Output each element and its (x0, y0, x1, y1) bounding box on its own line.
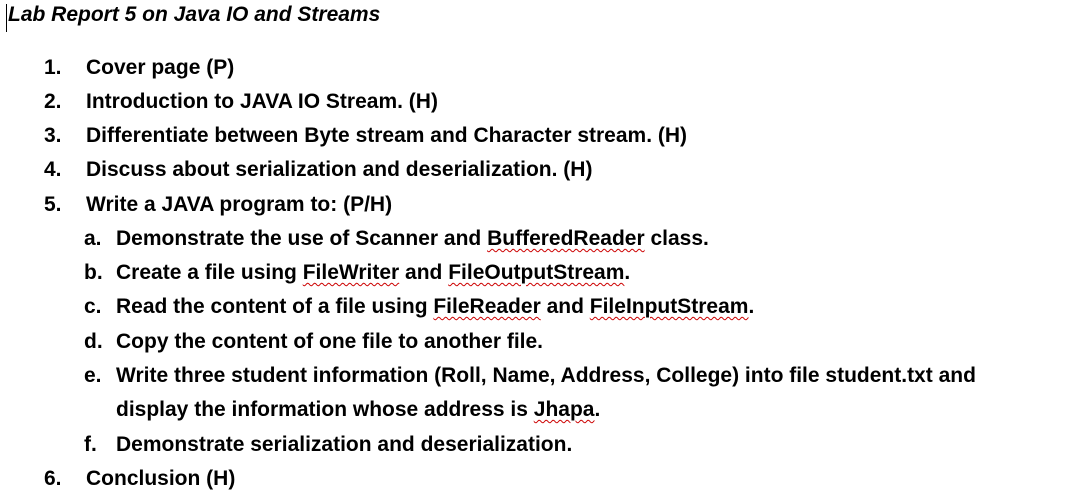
text-cursor (6, 4, 7, 32)
spellcheck-word: FileInputStream (589, 295, 749, 318)
list-item-text: Introduction to JAVA IO Stream. (H) (86, 90, 438, 113)
sub-item-e-continuation: display the information whose address is… (116, 398, 601, 421)
list-item-number: 3. (44, 124, 62, 147)
list-item-number: 1. (44, 56, 62, 79)
spellcheck-word: BufferedReader (487, 227, 645, 250)
sub-item-letter: e. (84, 364, 102, 387)
sub-item-text: Write three student information (Roll, N… (116, 364, 976, 387)
sub-item-letter: b. (84, 261, 103, 284)
list-item-number: 5. (44, 193, 62, 216)
list-item-text: Cover page (P) (86, 56, 235, 79)
sub-item-text: Demonstrate serialization and deserializ… (116, 433, 573, 456)
list-item-number: 2. (44, 90, 62, 113)
sub-item-letter: c. (84, 295, 102, 318)
spellcheck-word: FileReader (433, 295, 541, 318)
sub-item-text: Read the content of a file using FileRea… (116, 295, 755, 318)
list-item-text: Differentiate between Byte stream and Ch… (86, 124, 688, 147)
sub-item-letter: d. (84, 330, 103, 353)
spellcheck-word: FileOutputStream (448, 261, 625, 284)
sub-item-letter: a. (84, 227, 102, 250)
spellcheck-word: FileWriter (302, 261, 400, 284)
sub-item-letter: f. (84, 433, 97, 456)
sub-item-text: Create a file using FileWriter and FileO… (116, 261, 631, 284)
list-item-number: 4. (44, 158, 62, 181)
list-item-text: Write a JAVA program to: (P/H) (86, 193, 393, 216)
spellcheck-word: Jhapa (533, 398, 595, 421)
sub-item-text: Copy the content of one file to another … (116, 330, 544, 353)
list-item-text: Discuss about serialization and deserial… (86, 158, 593, 181)
sub-item-text: Demonstrate the use of Scanner and Buffe… (116, 227, 709, 250)
list-item-number: 6. (44, 467, 62, 490)
list-item-text: Conclusion (H) (86, 467, 236, 490)
document-title: Lab Report 5 on Java IO and Streams (8, 3, 381, 26)
